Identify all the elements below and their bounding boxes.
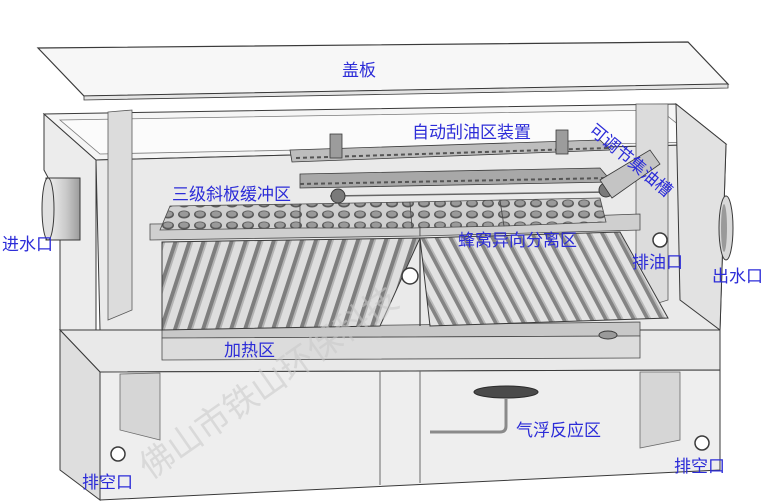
inlet-pipe xyxy=(41,177,81,241)
label-water-outlet: 出水口 xyxy=(712,267,763,287)
inclined-plates xyxy=(161,231,669,331)
honeycomb-panels xyxy=(159,197,607,231)
label-cover: 盖板 xyxy=(342,61,376,81)
label-heating: 加热区 xyxy=(224,341,275,361)
outlet-pipe xyxy=(718,195,734,261)
label-auto-skimmer: 自动刮油区装置 xyxy=(412,123,531,143)
label-honeycomb: 蜂窝异向分离区 xyxy=(458,231,577,251)
label-drain-left: 排空口 xyxy=(82,473,133,493)
drain-port-left xyxy=(110,446,126,462)
label-inlet: 进水口 xyxy=(2,235,53,255)
drain-port-right xyxy=(694,435,710,451)
inner-port xyxy=(401,267,419,285)
label-flotation: 气浮反应区 xyxy=(516,421,601,441)
skimmer-mechanism xyxy=(289,129,661,204)
heater-fitting xyxy=(598,330,618,340)
aerator xyxy=(430,385,539,434)
label-oil-outlet: 排油口 xyxy=(632,253,683,273)
label-plate-buffer: 三级斜板缓冲区 xyxy=(172,185,291,205)
oil-outlet-port xyxy=(652,232,668,248)
cover-plate xyxy=(36,41,730,101)
label-drain-right: 排空口 xyxy=(674,457,725,477)
